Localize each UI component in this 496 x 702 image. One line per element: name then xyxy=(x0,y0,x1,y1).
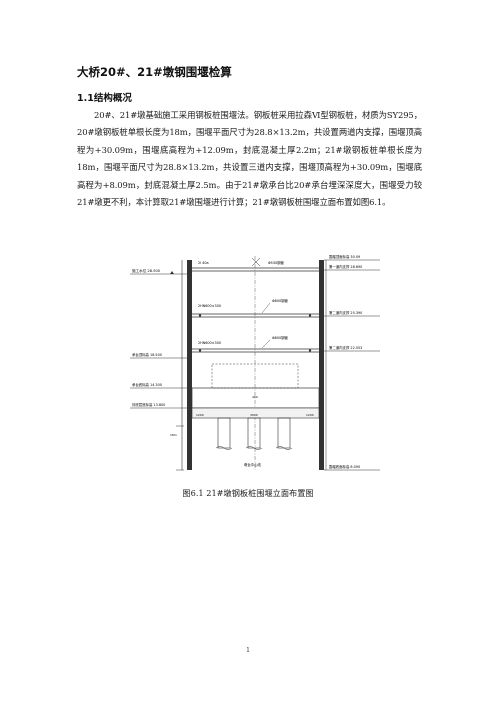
support-2-elev-label: 第二道内支撑 25.390 xyxy=(329,310,362,315)
bored-pile-2 xyxy=(247,417,261,449)
waler-1-label: 2I 40a xyxy=(198,261,209,265)
bored-pile-3 xyxy=(277,417,291,449)
cross-brace-icon xyxy=(251,257,261,267)
waler-3-label: 2HN600×300 xyxy=(198,341,221,345)
water-level-marker xyxy=(170,271,174,274)
left-sheet-pile xyxy=(187,260,192,470)
figure-caption: 图6.1 21#墩钢板桩围堰立面布置图 xyxy=(182,488,314,498)
water-level-label: 施工水位 28.500 xyxy=(132,268,161,273)
support-3-elev-label: 第二道内支撑 22.553 xyxy=(329,345,362,350)
cofferdam-elevation-figure: 施工水位 28.500 2I 40a Φ530钢管 2HN600×300 Φ80… xyxy=(110,246,400,486)
support-2-right-joint xyxy=(308,314,312,317)
support-2-left-joint xyxy=(198,314,202,317)
section-heading: 1.1结构概况 xyxy=(77,93,132,104)
page-number: 1 xyxy=(246,647,250,654)
pipe-3-label: Φ800钢管 xyxy=(272,335,289,340)
cofferdam-top-label: 围堰顶面标高 30.09 xyxy=(329,254,360,259)
pile-height-label: 18m xyxy=(170,433,177,437)
center-span-dim: 3000 xyxy=(250,413,258,417)
cap-bottom-label: 承台底标高 14.300 xyxy=(132,382,162,387)
cap-height-label: 400 xyxy=(252,395,258,399)
pipe-2-leader xyxy=(261,302,271,314)
pile-break-lines xyxy=(215,446,293,450)
pier-center-label: 墩台中心线 xyxy=(244,462,262,467)
pier-column-outline xyxy=(211,363,299,389)
bored-pile-1 xyxy=(217,417,231,449)
left-gap-dim: 1200 xyxy=(196,413,204,417)
cofferdam-bottom-label: 围堰底面标高 8.090 xyxy=(329,464,360,469)
cofferdam-drawing: 施工水位 28.500 2I 40a Φ530钢管 2HN600×300 Φ80… xyxy=(130,254,380,471)
support-1-elev-label: 第一道内支撑 28.690 xyxy=(329,264,362,269)
pipe-1-label: Φ530钢管 xyxy=(268,260,285,265)
right-sheet-pile xyxy=(319,260,324,470)
support-3-left-joint xyxy=(198,349,202,352)
cap-top-label: 承台顶标高 18.500 xyxy=(132,352,162,357)
pipe-3-leader xyxy=(261,339,271,349)
support-3-right-joint xyxy=(308,349,312,352)
pipe-2-label: Φ800钢管 xyxy=(272,298,289,303)
page-title: 大桥20#、21#墩钢围堰检算 xyxy=(77,65,232,79)
seal-bottom-label: 封底层底标高 13.800 xyxy=(132,402,165,407)
waler-2-label: 2HN600×300 xyxy=(198,304,221,308)
right-gap-dim: 1200 xyxy=(306,413,314,417)
body-paragraph: 20#、21#墩基础施工采用钢板桩围堰法。钢板桩采用拉森Ⅵ型钢板桩，材质为SY2… xyxy=(77,110,422,208)
